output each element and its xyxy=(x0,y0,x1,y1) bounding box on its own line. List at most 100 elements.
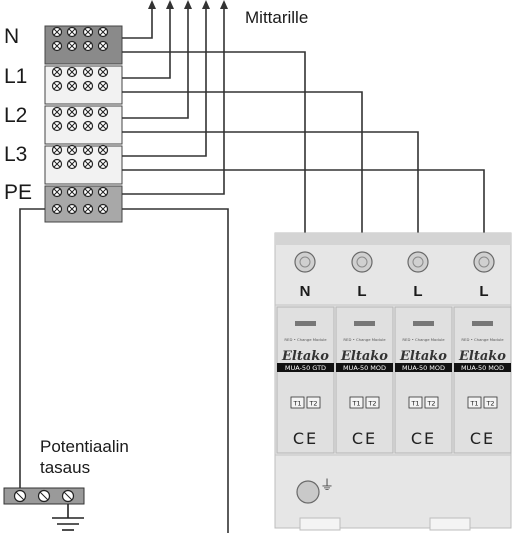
terminal-label: L xyxy=(357,283,366,300)
meter-arrows xyxy=(148,0,228,9)
device-bottom-clips xyxy=(299,517,471,531)
ce-mark: CE xyxy=(470,429,495,448)
meter-label: Mittarille xyxy=(245,8,308,27)
busbar-label-n: N xyxy=(4,25,19,48)
device-top-band xyxy=(275,233,511,245)
model-label: MUA-50 MOD xyxy=(402,364,445,372)
screw-icon xyxy=(66,120,78,132)
status-window xyxy=(354,321,375,326)
screw-icon xyxy=(51,186,63,198)
ce-mark: CE xyxy=(352,429,377,448)
type-label: T1 xyxy=(351,400,360,408)
screw-icon xyxy=(66,158,78,170)
busbar-label-l1: L1 xyxy=(4,65,27,88)
screw-icon xyxy=(66,203,78,215)
status-window xyxy=(413,321,434,326)
type-label: T2 xyxy=(426,400,435,408)
screw-icon xyxy=(97,66,109,78)
screw-icon xyxy=(82,80,94,92)
screw-icon xyxy=(97,26,109,38)
busbar-label-l2: L2 xyxy=(4,104,27,127)
screw-icon xyxy=(97,158,109,170)
screw-icon xyxy=(66,40,78,52)
type-label: T1 xyxy=(410,400,419,408)
brand-logo: Eltako xyxy=(340,349,388,364)
terminal-label: L xyxy=(479,283,488,300)
screw-icon xyxy=(97,40,109,52)
type-label: T1 xyxy=(469,400,478,408)
screw-icon xyxy=(82,158,94,170)
device-earth-terminal xyxy=(296,480,320,504)
screw-icon xyxy=(51,80,63,92)
ce-mark: CE xyxy=(293,429,318,448)
screw-icon xyxy=(66,144,78,156)
terminal-screw-icon xyxy=(294,251,316,273)
model-label: MUA-50 MOD xyxy=(461,364,504,372)
screw-icon xyxy=(51,66,63,78)
terminal-label: N xyxy=(300,283,311,300)
screw-icon xyxy=(51,40,63,52)
type-label: T2 xyxy=(485,400,494,408)
screw-icon xyxy=(13,489,27,503)
busbar-screws xyxy=(51,26,109,215)
busbar-label-l3: L3 xyxy=(4,143,27,166)
screw-icon xyxy=(82,40,94,52)
model-label: MUA-50 GTD xyxy=(285,364,326,372)
pe-wires xyxy=(19,208,229,533)
equipotential-screws xyxy=(13,489,75,503)
screw-icon xyxy=(66,26,78,38)
type-label: T2 xyxy=(367,400,376,408)
module-text: RED • Change Module xyxy=(402,337,445,342)
type-label: T1 xyxy=(292,400,301,408)
screw-icon xyxy=(97,106,109,118)
screw-icon xyxy=(66,80,78,92)
spd-wires xyxy=(122,51,485,249)
screw-icon xyxy=(51,203,63,215)
screw-icon xyxy=(97,186,109,198)
module-text: RED • Change Module xyxy=(461,337,504,342)
screw-icon xyxy=(97,203,109,215)
screw-icon xyxy=(82,106,94,118)
screw-icon xyxy=(51,106,63,118)
brand-logo: Eltako xyxy=(399,349,447,364)
status-window xyxy=(472,321,493,326)
screw-icon xyxy=(51,144,63,156)
module-text: RED • Change Module xyxy=(343,337,386,342)
earth-symbol xyxy=(52,504,84,531)
terminal-screw-icon xyxy=(407,251,429,273)
screw-icon xyxy=(51,120,63,132)
screw-icon xyxy=(97,80,109,92)
screw-icon xyxy=(51,158,63,170)
terminal-screw-icon xyxy=(473,251,495,273)
screw-icon xyxy=(82,66,94,78)
meter-wires xyxy=(122,5,225,195)
screw-icon xyxy=(66,66,78,78)
terminal-block xyxy=(44,25,123,223)
terminal-label: L xyxy=(413,283,422,300)
brand-logo: Eltako xyxy=(458,349,506,364)
screw-icon xyxy=(51,26,63,38)
device-earth-symbol: ⏚ xyxy=(320,478,334,494)
screw-icon xyxy=(66,186,78,198)
screw-icon xyxy=(97,144,109,156)
module-text: RED • Change Module xyxy=(284,337,327,342)
screw-icon xyxy=(82,203,94,215)
busbar-label-pe: PE xyxy=(4,181,32,204)
ce-mark: CE xyxy=(411,429,436,448)
screw-icon xyxy=(97,120,109,132)
terminal-screw-icon xyxy=(351,251,373,273)
type-label: T2 xyxy=(308,400,317,408)
equipotential-label-line1: Potentiaalin xyxy=(40,437,129,456)
model-label: MUA-50 MOD xyxy=(343,364,386,372)
screw-icon xyxy=(61,489,75,503)
brand-logo: Eltako xyxy=(281,349,329,364)
equipotential-label-line2: tasaus xyxy=(40,458,90,477)
screw-icon xyxy=(82,186,94,198)
